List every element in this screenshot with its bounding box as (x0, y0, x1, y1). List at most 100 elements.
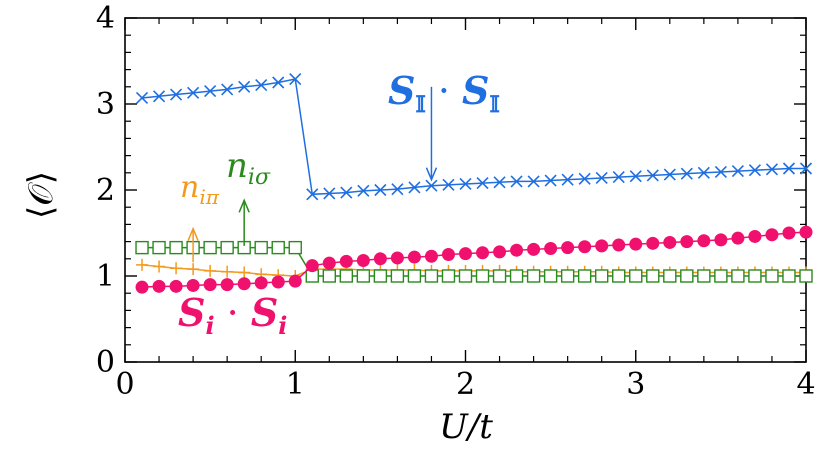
data-point (221, 83, 234, 96)
data-point (356, 269, 371, 283)
data-point (186, 278, 200, 292)
arrow-head (425, 167, 438, 182)
data-point (527, 175, 540, 188)
data-point (408, 181, 421, 194)
data-point (714, 233, 728, 247)
data-point (799, 269, 813, 283)
data-point (136, 258, 149, 271)
annotation-s-ii-dot: · (426, 69, 462, 113)
data-point (424, 249, 438, 263)
data-point (237, 277, 251, 291)
y-tick-label: 3 (96, 87, 115, 122)
annotation-s-ii-bold-1: S (388, 68, 415, 113)
data-point (271, 275, 285, 289)
data-point (357, 184, 370, 197)
data-point (322, 269, 336, 283)
series-plus (136, 258, 812, 282)
data-point (271, 240, 285, 255)
data-point (187, 86, 200, 99)
annotation-s-i-sub-2: i (278, 311, 287, 340)
y-tick-label: 4 (96, 1, 115, 36)
y-axis-title: ⟨𝒪⟩ (21, 171, 61, 219)
arrow-n-ipi (187, 226, 199, 263)
data-point (255, 79, 268, 92)
data-point (509, 269, 524, 283)
data-point (595, 239, 609, 253)
data-point (782, 269, 796, 283)
data-point (697, 166, 710, 179)
annotation-s-i-sub-1: i (205, 311, 214, 340)
data-point (221, 265, 234, 278)
data-point (272, 76, 285, 89)
data-point (680, 269, 694, 283)
data-point (714, 165, 727, 179)
annotation-n-isigma-sub: iσ (248, 165, 271, 190)
data-point (646, 169, 659, 182)
data-point (578, 240, 592, 254)
data-point (356, 254, 370, 268)
x-tick-label: 4 (796, 367, 815, 402)
x-tick-label: 3 (626, 367, 645, 402)
x-tick-label: 2 (456, 367, 475, 402)
data-point (135, 240, 149, 255)
annotation-s-i-bold-1: S (178, 290, 205, 335)
y-tick-label: 1 (96, 259, 115, 294)
series-x (135, 72, 813, 201)
data-point (578, 172, 591, 185)
data-point (424, 269, 439, 283)
data-point (629, 237, 643, 251)
data-point (204, 85, 217, 98)
data-point (612, 171, 625, 184)
data-point (595, 171, 608, 185)
data-point (220, 240, 234, 255)
data-point (169, 279, 183, 293)
annotation-n-ipi-sub: iπ (199, 185, 219, 209)
data-point (152, 240, 166, 255)
data-point (646, 236, 660, 250)
data-point (782, 162, 796, 175)
data-point (289, 72, 302, 86)
series-line (141, 264, 806, 277)
data-point (442, 178, 455, 191)
annotation-n-isigma-base: n (226, 146, 248, 186)
data-point (203, 240, 217, 255)
data-point (765, 228, 779, 242)
data-point (322, 256, 336, 270)
data-point (697, 269, 711, 283)
arrow-head (187, 226, 199, 241)
data-point (561, 173, 574, 186)
data-point (288, 240, 302, 255)
x-axis-title: U/t (439, 407, 493, 447)
data-point (493, 176, 506, 189)
data-point (714, 269, 728, 283)
data-point (425, 179, 438, 192)
annotation-s-ii: S𝕀 · S𝕀 (388, 68, 500, 118)
data-point (731, 165, 744, 178)
annotation-s-i: Si · Si (178, 290, 287, 340)
data-point (560, 269, 575, 283)
data-point (663, 168, 676, 181)
data-point (187, 263, 200, 276)
data-point (135, 280, 149, 294)
data-point (305, 259, 319, 273)
data-point (153, 260, 166, 273)
series-circle (135, 225, 813, 294)
data-point (476, 177, 489, 190)
data-point (390, 251, 404, 265)
data-point (799, 162, 813, 175)
data-point (238, 80, 251, 93)
data-point (203, 278, 217, 292)
y-tick-label: 0 (96, 345, 115, 380)
data-point (476, 246, 490, 260)
data-point (339, 269, 354, 283)
arrow-head (238, 198, 250, 213)
data-point (441, 248, 455, 261)
data-point (407, 250, 421, 264)
annotation-s-ii-sub-1: 𝕀 (415, 92, 425, 118)
data-point (526, 269, 541, 283)
data-point (544, 241, 558, 255)
data-point (170, 88, 183, 101)
